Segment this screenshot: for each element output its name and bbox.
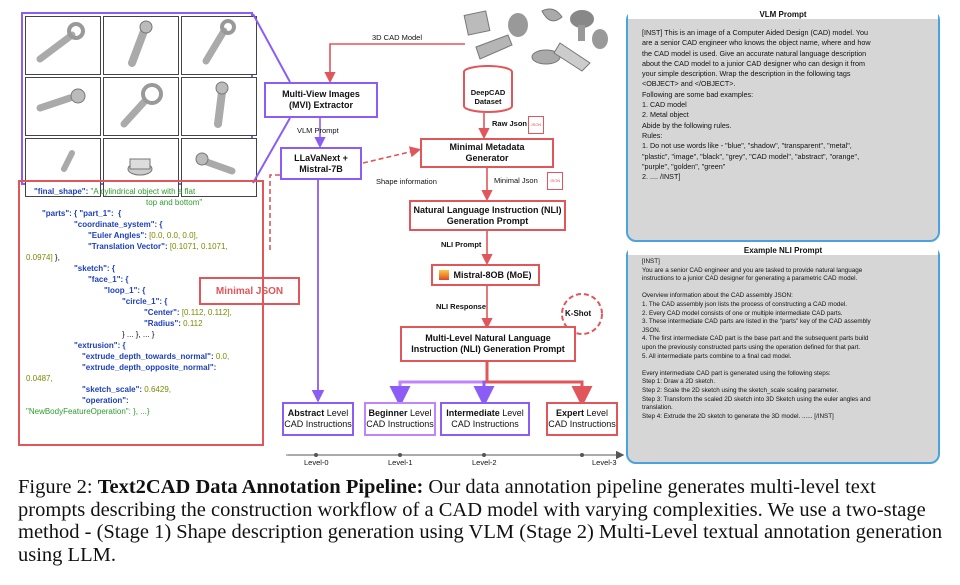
edge-label-shape-info: Shape information [376, 177, 437, 186]
nli-prompt-panel: Example NLI Prompt [INST]You are a senio… [626, 246, 940, 464]
mvi-extractor-box: Multi-View Images (MVI) Extractor [264, 82, 378, 118]
view-thumbnail [25, 77, 101, 136]
level-title: Beginner [368, 408, 408, 418]
edge-label-cad-model: 3D CAD Model [372, 33, 423, 42]
llava-mistral-box: LLaVaNext + Mistral-7B [280, 147, 362, 180]
axis-label-level1: Level-1 [388, 458, 413, 467]
level-sub: CAD Instructions [366, 419, 434, 429]
nli-prompt-text: [INST]You are a senior CAD engineer and … [642, 258, 871, 420]
mistral-moe-box: Mistral-8OB (MoE) [431, 264, 540, 286]
figure-caption: Figure 2: Text2CAD Data Annotation Pipel… [18, 476, 948, 566]
view-thumbnail [103, 138, 179, 197]
level-title: Intermediate [446, 408, 500, 418]
vlm-prompt-title: VLM Prompt [628, 10, 938, 19]
mistral-logo-icon [439, 270, 450, 280]
level-suffix: Level [410, 408, 432, 418]
axis-label-level3: Level-3 [592, 458, 617, 467]
nli-generation-prompt-box: Natural Language Instruction (NLI) Gener… [409, 200, 566, 231]
multi-level-nli-prompt-box: Multi-Level Natural Language Instruction… [400, 326, 576, 362]
level-suffix: Level [586, 408, 609, 418]
view-thumbnail [25, 138, 101, 197]
view-thumbnail [25, 16, 101, 75]
metadata-generator-box: Minimal Metadata Generator [420, 138, 554, 168]
view-thumbnail [103, 16, 179, 75]
axis-label-level2: Level-2 [472, 458, 497, 467]
pipeline-connectors [252, 13, 625, 460]
dataset-cylinder-icon [463, 65, 513, 113]
nli-prompt-title: Example NLI Prompt [628, 246, 938, 255]
caption-prefix: Figure 2: [18, 476, 98, 498]
level-sub: CAD Instructions [284, 419, 352, 429]
caption-bold: Text2CAD Data Annotation Pipeline: [97, 476, 424, 498]
mistral-box-label: Mistral-8OB (MoE) [453, 269, 532, 280]
deepcad-shapes-cloud [463, 8, 608, 72]
edge-label-nli-response: NLI Response [436, 302, 487, 311]
level-box-intermediate: Intermediate Level CAD Instructions [440, 402, 530, 436]
vlm-prompt-panel: VLM Prompt [INST] This is an image of a … [626, 10, 940, 242]
edge-label-raw-json: Raw Json [492, 119, 528, 128]
level-suffix: Level [326, 408, 349, 418]
edge-label-minimal-json: Minimal Json [494, 176, 538, 185]
view-thumbnail [181, 138, 257, 197]
dataset-label: DeepCAD Dataset [470, 88, 506, 106]
level-sub: CAD Instructions [548, 419, 616, 429]
level-title: Expert [555, 408, 584, 418]
level-suffix: Level [502, 408, 524, 418]
level-sub: CAD Instructions [451, 419, 519, 429]
caption-text: Our data annotation pipeline generates m… [18, 476, 943, 566]
axis-label-level0: Level-0 [304, 458, 329, 467]
level-box-expert: Expert Level CAD Instructions [546, 402, 618, 436]
level-box-beginner: Beginner Level CAD Instructions [364, 402, 436, 436]
view-thumbnail [181, 77, 257, 136]
k-shot-label: K-Shot [565, 309, 592, 318]
edge-label-vlm-prompt: VLM Prompt [297, 126, 339, 135]
level-box-abstract: Abstract Level CAD Instructions [282, 402, 354, 436]
minimal-json-panel: "final_shape": "A cylindrical object wit… [18, 180, 264, 446]
multi-view-images-grid [21, 12, 257, 197]
json-file-icon: JSON [528, 116, 544, 134]
view-thumbnail [181, 16, 257, 75]
json-file-icon: JSON [547, 172, 563, 190]
level-title: Abstract [287, 408, 325, 418]
view-thumbnail [103, 77, 179, 136]
minimal-json-label-box: Minimal JSON [199, 277, 300, 305]
vlm-prompt-text: [INST] This is an image of a Computer Ai… [642, 28, 871, 182]
edge-label-nli-prompt: NLI Prompt [441, 240, 482, 249]
